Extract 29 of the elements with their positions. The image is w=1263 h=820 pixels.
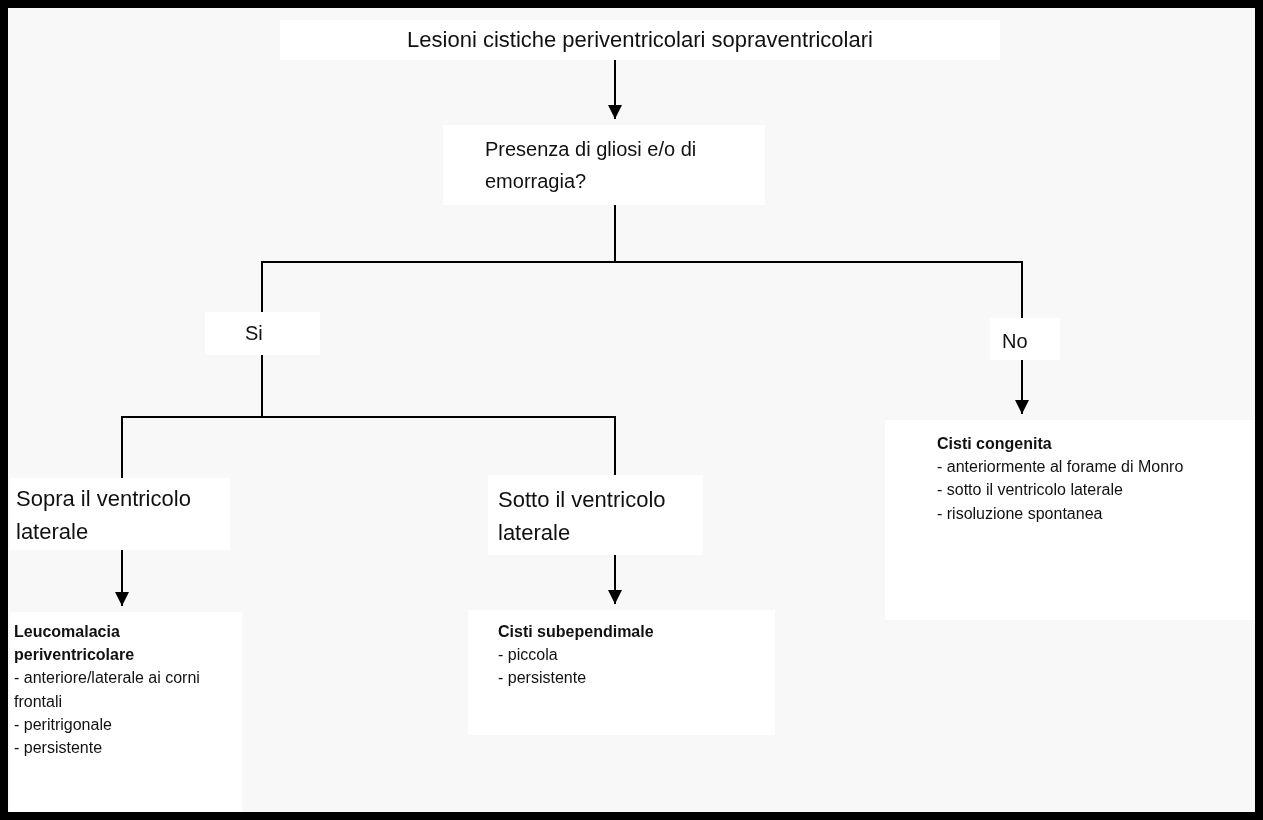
flow-box: [443, 125, 765, 205]
node-text: Sotto il ventricolo laterale: [498, 486, 667, 547]
flow-box: [488, 475, 703, 555]
arrow: [608, 554, 622, 605]
list-item: - risoluzione spontanea: [937, 503, 1104, 524]
flow-box: [205, 312, 320, 355]
arrow: [115, 549, 129, 607]
list-item: - sotto il ventricolo laterale: [937, 480, 1124, 501]
list-item: - anteriormente al forame di Monro: [937, 457, 1185, 478]
node-text: Si: [245, 321, 263, 346]
flow-box: [10, 478, 230, 550]
list-item: - persistente: [14, 737, 104, 758]
arrow: [608, 59, 622, 120]
result-heading: Cisti subependimale: [498, 622, 655, 642]
node-text: Lesioni cistiche periventricolari sopraventricolari: [407, 26, 873, 54]
node-text: Sopra il ventricolo laterale: [16, 485, 192, 546]
list-item: - persistente: [498, 668, 588, 689]
flow-box: [280, 20, 1000, 60]
list-item: - anteriore/laterale ai corni frontali: [14, 668, 201, 712]
result-heading: Cisti congenita: [937, 434, 1053, 454]
flow-box: [990, 318, 1060, 360]
list-item: - peritrigonale: [14, 714, 113, 735]
result-box: [10, 612, 242, 812]
result-box: [885, 420, 1255, 620]
node-text: No: [1002, 329, 1028, 354]
node-text: Presenza di gliosi e/o di emorragia?: [485, 137, 698, 194]
list-item: - piccola: [498, 645, 559, 666]
result-heading: Leucomalacia periventricolare: [14, 622, 136, 666]
arrow: [1015, 359, 1029, 415]
